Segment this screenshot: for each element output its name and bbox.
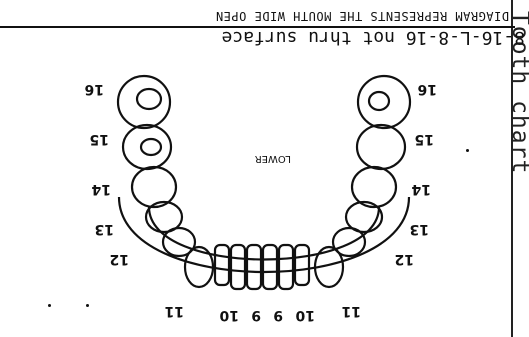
scan-speck (86, 304, 89, 307)
incisor (231, 245, 245, 289)
incisor (295, 245, 309, 285)
molar-filling-mark (369, 92, 389, 110)
tooth-number-label: 15 (415, 131, 434, 147)
tooth-number-label: 10 (296, 307, 315, 323)
molar (118, 76, 170, 128)
tooth-number-label: 16 (418, 81, 437, 97)
scan-speck (48, 304, 51, 307)
tooth-number-label: 14 (412, 181, 431, 197)
tooth-number-label: 9 (251, 307, 261, 323)
tooth-number-label: 13 (95, 221, 114, 237)
title-underline-rule (0, 26, 515, 28)
tooth-number-label: 16 (85, 81, 104, 97)
tooth-number-label: 12 (395, 251, 414, 267)
tooth-number-label: 9 (273, 307, 283, 323)
scan-speck (466, 149, 469, 152)
incisor (279, 245, 293, 289)
arch-label: LOWER (255, 153, 291, 164)
molar (132, 167, 176, 207)
tooth-number-label: 11 (342, 303, 361, 319)
tooth-number-label: 11 (165, 303, 184, 319)
molar-filling-mark (137, 89, 161, 109)
molar-filling-mark (141, 139, 161, 155)
molar (357, 125, 405, 169)
diagram-note: DIAGRAM REPRESENTS THE MOUTH WIDE OPEN (215, 9, 509, 23)
molar (358, 76, 410, 128)
tooth-number-label: 14 (92, 181, 111, 197)
tooth-number-label: 15 (90, 131, 109, 147)
tooth-number-label: 13 (410, 221, 429, 237)
incisor (263, 245, 277, 289)
tooth-number-label: 10 (220, 307, 239, 323)
molar (352, 167, 396, 207)
incisor (215, 245, 229, 285)
molar (123, 125, 171, 169)
chart-title-line: 8-16-L-8-16 not thru surface (222, 27, 525, 48)
tooth-number-label: 12 (110, 251, 129, 267)
incisor (247, 245, 261, 289)
